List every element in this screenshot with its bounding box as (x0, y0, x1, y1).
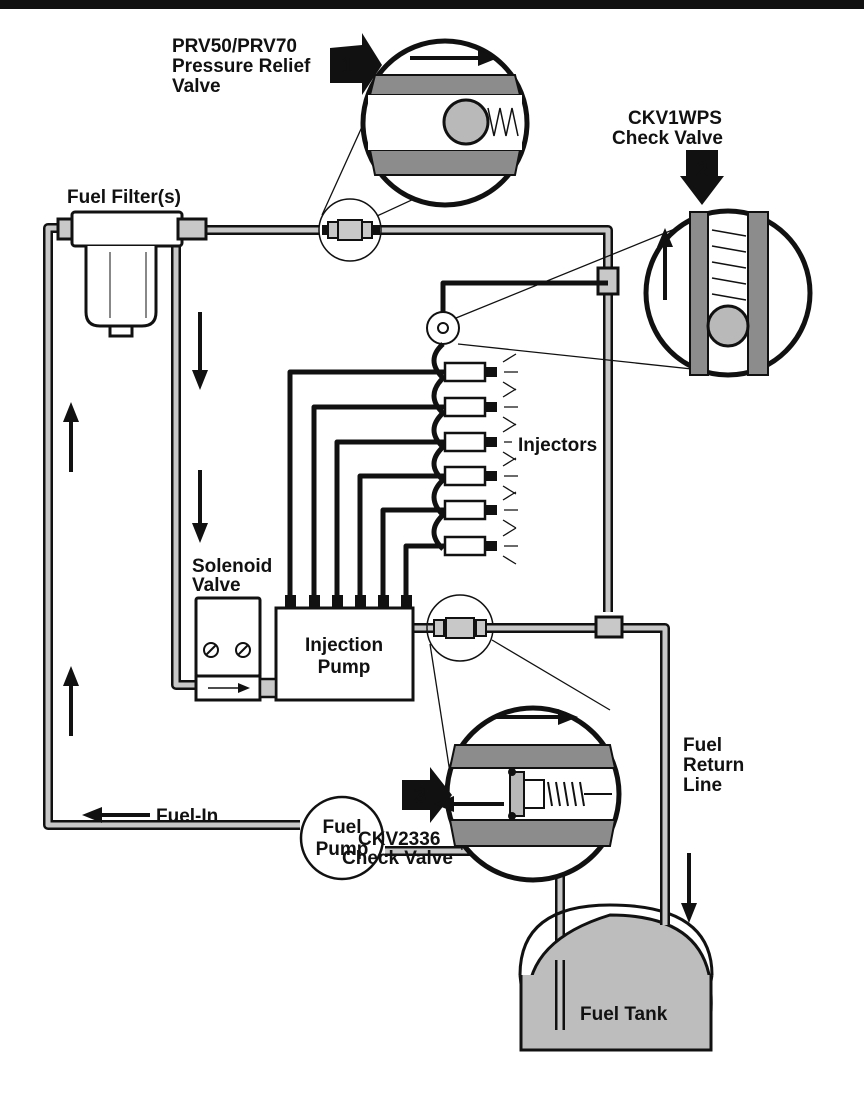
top-border (0, 0, 864, 9)
injector-feed-lines (287, 369, 445, 600)
fuel-filter (56, 210, 208, 338)
ckv2-label-line1: CKV2336 (358, 829, 440, 850)
arrow-up-left-1 (63, 402, 79, 472)
filter-to-solenoid-pipe (171, 245, 198, 690)
injector-2 (443, 388, 518, 426)
ckv1-zoom-line-bottom (457, 343, 721, 373)
fuel-in-label: Fuel-In (156, 806, 218, 827)
prv-label-line3: Valve (172, 76, 221, 97)
ckv1-fitting (426, 280, 608, 345)
injector-bodies (443, 353, 518, 565)
prv-detail-view (360, 38, 530, 208)
injector-1 (443, 353, 518, 391)
ckv2-label-line2: Check Valve (342, 848, 453, 869)
injector-4 (443, 457, 518, 495)
callout-1-number: 1 (341, 53, 353, 78)
prv-label-line2: Pressure Relief (172, 56, 311, 77)
arrow-left-fuel-in (82, 807, 150, 823)
flow-arrows (63, 312, 697, 923)
return-line-label-line1: Fuel (683, 735, 722, 756)
solenoid-valve (194, 596, 278, 702)
solenoid-label-line2: Valve (192, 575, 241, 596)
injection-pump (274, 595, 415, 702)
injector-6 (443, 527, 518, 565)
injectors-label: Injectors (518, 435, 597, 456)
arrow-down-return (681, 853, 697, 923)
injector-return-chain (431, 342, 446, 551)
return-tee-fitting (594, 615, 624, 639)
injector-5 (443, 491, 518, 529)
callout-2: 2 (680, 150, 724, 205)
fuel-tank-label: Fuel Tank (580, 1004, 668, 1025)
ckv1-label-line2: Check Valve (612, 128, 723, 149)
injector-3 (443, 423, 517, 461)
ckv1-zoom-line-top (455, 221, 693, 319)
ckv2-zoom-line-right (491, 639, 611, 711)
callout-3-number: 3 (414, 783, 426, 808)
callout-3: 3 (402, 767, 452, 823)
fuel-tank (518, 903, 714, 1052)
callout-2-number: 2 (696, 157, 708, 182)
ckv2-fitting (426, 594, 495, 662)
solenoid-label-line1: Solenoid (192, 556, 272, 577)
injection-pump-label-line2: Pump (318, 657, 371, 678)
arrow-down-filter-1 (192, 312, 208, 390)
prv-fitting (318, 198, 382, 262)
prv-label-line1: PRV50/PRV70 (172, 36, 297, 57)
ckv2-detail-view (444, 705, 622, 883)
arrow-up-left-2 (63, 666, 79, 736)
return-line-label-line2: Return (683, 755, 744, 776)
return-line-label-line3: Line (683, 775, 722, 796)
callout-1: 1 (330, 33, 382, 95)
arrow-down-filter-2 (192, 470, 208, 543)
fuel-pump-label-line2: Pump (316, 839, 369, 860)
injection-pump-label-line1: Injection (305, 635, 383, 656)
ckv1-detail-view (643, 208, 813, 378)
fuel-pump-label-line1: Fuel (322, 817, 361, 838)
arrow-left-pump (434, 796, 504, 812)
fuel-filter-label: Fuel Filter(s) (67, 187, 181, 208)
prv-zoom-line-left (321, 117, 367, 216)
fuel-pump (299, 795, 385, 881)
ckv1-label-line1: CKV1WPS (628, 108, 722, 129)
